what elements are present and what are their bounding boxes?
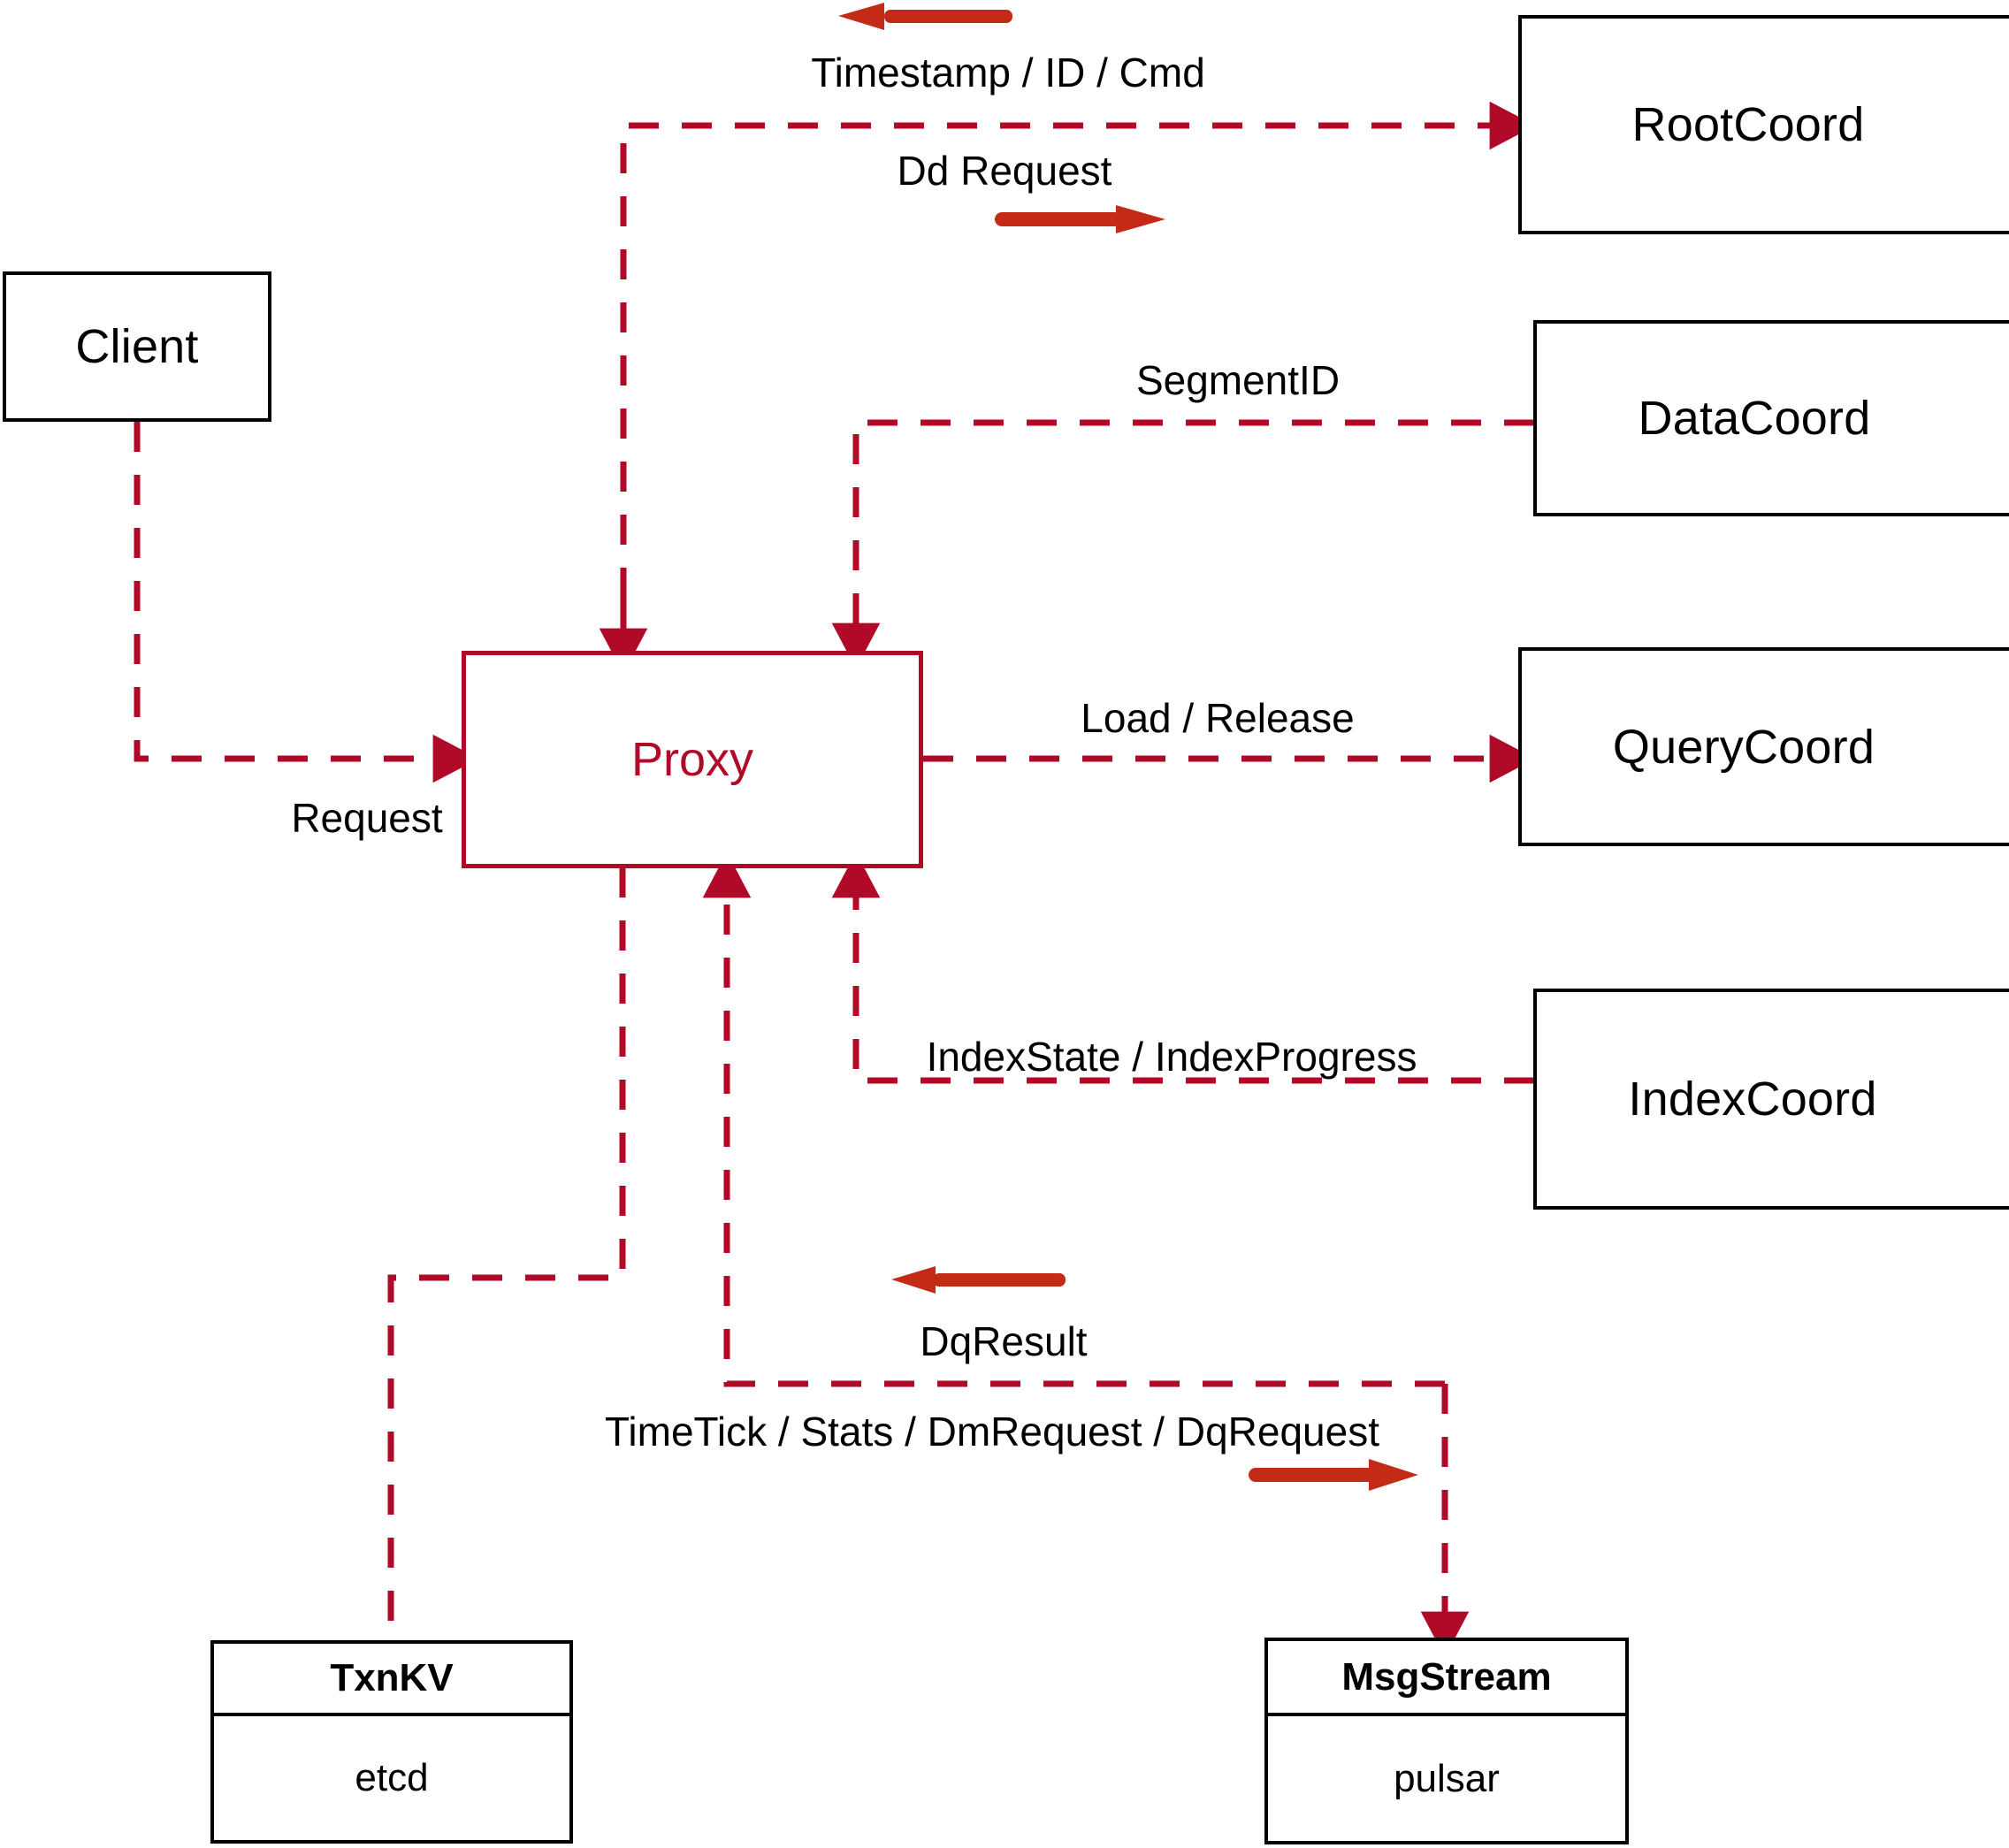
node-index-coord[interactable]: IndexCoord bbox=[1533, 989, 2009, 1210]
edge-label-request: Request bbox=[291, 795, 443, 841]
edge-client-request bbox=[134, 422, 479, 783]
annotation-arrow-dqresult bbox=[891, 1266, 1066, 1294]
node-data-coord[interactable]: DataCoord bbox=[1533, 320, 2009, 516]
edge-msgstream-dqresult bbox=[702, 851, 1445, 1387]
edge-label-load-release: Load / Release bbox=[1081, 695, 1355, 741]
annotation-arrow-timestamp bbox=[838, 3, 1012, 30]
node-txnkv-body: etcd bbox=[214, 1716, 569, 1840]
node-txnkv-header: TxnKV bbox=[214, 1644, 569, 1716]
edge-label-segmentid: SegmentID bbox=[1135, 357, 1341, 403]
node-client-label: Client bbox=[75, 320, 199, 373]
node-msgstream-header: MsgStream bbox=[1268, 1641, 1625, 1716]
edge-label-timestamp: Timestamp / ID / Cmd bbox=[811, 50, 1205, 95]
node-msgstream-label: MsgStream bbox=[1341, 1654, 1552, 1699]
node-index-coord-label: IndexCoord bbox=[1628, 1073, 1877, 1126]
node-txnkv-label: TxnKV bbox=[330, 1656, 454, 1699]
node-txnkv[interactable]: TxnKV etcd bbox=[210, 1640, 573, 1844]
node-proxy[interactable]: Proxy bbox=[462, 651, 923, 868]
annotation-arrow-ddrequest bbox=[995, 205, 1165, 233]
node-query-coord-label: QueryCoord bbox=[1612, 720, 1875, 774]
node-data-coord-label: DataCoord bbox=[1638, 392, 1871, 445]
node-msgstream-body: pulsar bbox=[1268, 1716, 1625, 1841]
node-txnkv-impl: etcd bbox=[355, 1756, 429, 1799]
node-msgstream[interactable]: MsgStream pulsar bbox=[1264, 1638, 1629, 1844]
edge-rootcoord-dd bbox=[620, 101, 1536, 651]
node-query-coord[interactable]: QueryCoord bbox=[1518, 647, 2009, 846]
node-client[interactable]: Client bbox=[3, 271, 271, 422]
edge-label-dd-request: Dd Request bbox=[897, 148, 1112, 194]
edge-label-dqresult: DqResult bbox=[920, 1318, 1088, 1364]
node-root-coord[interactable]: RootCoord bbox=[1518, 15, 2009, 234]
edge-txnkv bbox=[387, 867, 626, 1640]
node-proxy-label: Proxy bbox=[630, 733, 754, 786]
edge-indexcoord-state bbox=[831, 851, 1534, 1084]
annotation-arrow-dqrequest bbox=[1249, 1459, 1418, 1491]
edge-datacoord-segid bbox=[831, 419, 1534, 669]
node-root-coord-label: RootCoord bbox=[1631, 98, 1865, 151]
node-msgstream-impl: pulsar bbox=[1394, 1756, 1500, 1800]
edge-label-msgstream-request: TimeTick / Stats / DmRequest / DqRequest bbox=[605, 1409, 1379, 1455]
edge-label-indexstate: IndexState / IndexProgress bbox=[926, 1034, 1417, 1080]
